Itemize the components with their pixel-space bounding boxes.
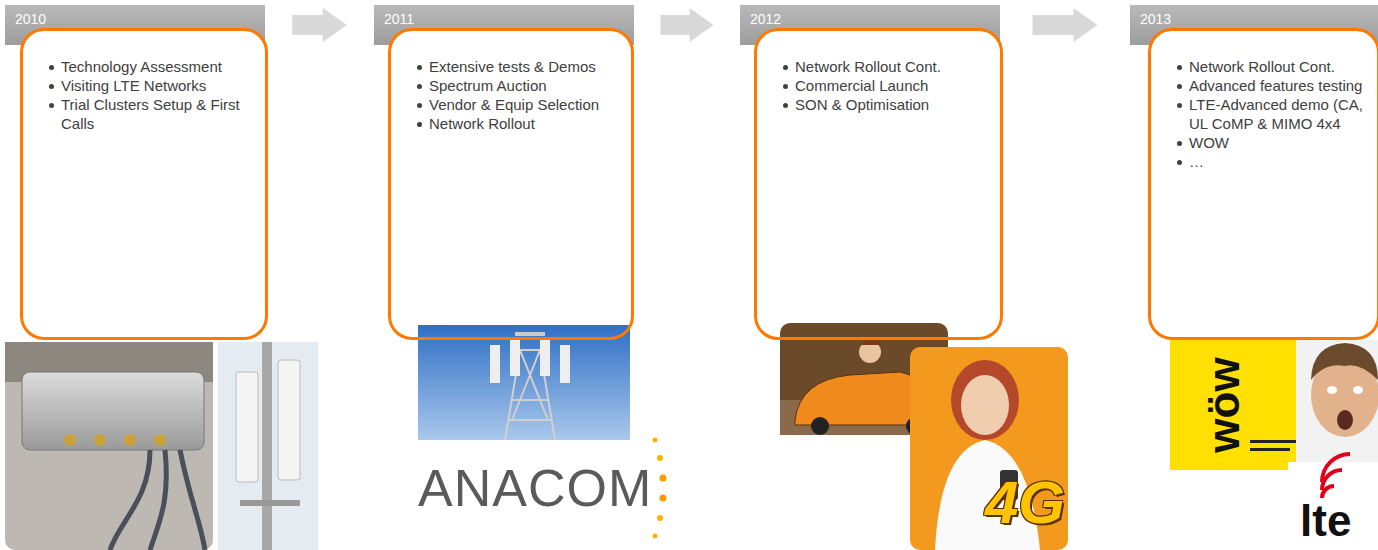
bullet-dot bbox=[1177, 141, 1182, 146]
flow-arrow bbox=[292, 8, 347, 42]
bullet-item: Spectrum Auction bbox=[415, 76, 619, 95]
bullet-dot bbox=[1177, 84, 1182, 89]
brand-text: 4G bbox=[985, 468, 1065, 537]
flow-arrow bbox=[1033, 8, 1098, 42]
bullet-text: Advanced features testing bbox=[1189, 76, 1365, 95]
brand-logo: wöw bbox=[1199, 357, 1249, 452]
year-label: 2012 bbox=[750, 11, 990, 27]
antenna-photo bbox=[218, 342, 318, 550]
bullet-text: Extensive tests & Demos bbox=[429, 57, 619, 76]
bullet-dot bbox=[1177, 103, 1182, 108]
wow-card bbox=[1170, 340, 1310, 470]
lte-logo bbox=[1288, 454, 1378, 550]
bullet-item: Network Rollout Cont. bbox=[1175, 57, 1365, 76]
device-photo bbox=[5, 342, 213, 550]
bullet-text: … bbox=[1189, 152, 1365, 171]
bullet-dot bbox=[783, 84, 788, 89]
milestone-box: Network Rollout Cont.Advanced features t… bbox=[1148, 28, 1378, 340]
bullet-item: Visiting LTE Networks bbox=[47, 76, 253, 95]
bullet-item: Network Rollout bbox=[415, 114, 619, 133]
bullet-dot bbox=[417, 84, 422, 89]
bullet-text: Commercial Launch bbox=[795, 76, 988, 95]
bullet-text: WOW bbox=[1189, 133, 1365, 152]
bullet-text: Visiting LTE Networks bbox=[61, 76, 253, 95]
bullet-text: Technology Assessment bbox=[61, 57, 253, 76]
bullet-dot bbox=[783, 103, 788, 108]
milestone-box: Technology AssessmentVisiting LTE Networ… bbox=[20, 28, 268, 340]
bullet-item: SON & Optimisation bbox=[781, 95, 988, 114]
bullet-item: Commercial Launch bbox=[781, 76, 988, 95]
year-label: 2013 bbox=[1140, 11, 1368, 27]
woman-photo bbox=[910, 347, 1068, 550]
year-label: 2011 bbox=[384, 11, 624, 27]
milestone-box: Extensive tests & DemosSpectrum AuctionV… bbox=[388, 28, 634, 340]
bullet-dot bbox=[417, 122, 422, 127]
bullet-dot bbox=[49, 84, 54, 89]
bullet-item: … bbox=[1175, 152, 1365, 171]
bullet-dot bbox=[49, 103, 54, 108]
bullet-item: Extensive tests & Demos bbox=[415, 57, 619, 76]
bullet-item: LTE-Advanced demo (CA, UL CoMP & MIMO 4x… bbox=[1175, 95, 1365, 133]
tower-photo bbox=[418, 325, 630, 440]
bullet-item: Trial Clusters Setup & First Calls bbox=[47, 95, 253, 133]
bullet-item: Technology Assessment bbox=[47, 57, 253, 76]
bullet-text: Network Rollout Cont. bbox=[1189, 57, 1365, 76]
bullet-text: LTE-Advanced demo (CA, UL CoMP & MIMO 4x… bbox=[1189, 95, 1365, 133]
bullet-item: WOW bbox=[1175, 133, 1365, 152]
logo-text: ANACOM bbox=[418, 458, 652, 518]
bullet-text: Network Rollout Cont. bbox=[795, 57, 988, 76]
bullet-text: Trial Clusters Setup & First Calls bbox=[61, 95, 253, 133]
bullet-dot bbox=[1177, 65, 1182, 70]
logo-dots bbox=[653, 438, 667, 539]
bullet-item: Vendor & Equip Selection bbox=[415, 95, 619, 114]
bullet-dot bbox=[49, 65, 54, 70]
milestone-box: Network Rollout Cont.Commercial LaunchSO… bbox=[754, 28, 1003, 340]
bullet-item: Advanced features testing bbox=[1175, 76, 1365, 95]
man-photo bbox=[1296, 340, 1378, 470]
bullet-dot bbox=[783, 65, 788, 70]
bullet-text: SON & Optimisation bbox=[795, 95, 988, 114]
bullet-text: Spectrum Auction bbox=[429, 76, 619, 95]
bullet-dot bbox=[417, 65, 422, 70]
bullet-text: Vendor & Equip Selection bbox=[429, 95, 619, 114]
bullet-item: Network Rollout Cont. bbox=[781, 57, 988, 76]
flow-arrow bbox=[661, 8, 714, 42]
year-label: 2010 bbox=[15, 11, 255, 27]
logo-text: lte bbox=[1300, 496, 1351, 546]
bullet-dot bbox=[417, 103, 422, 108]
bullet-dot bbox=[1177, 160, 1182, 165]
bullet-text: Network Rollout bbox=[429, 114, 619, 133]
